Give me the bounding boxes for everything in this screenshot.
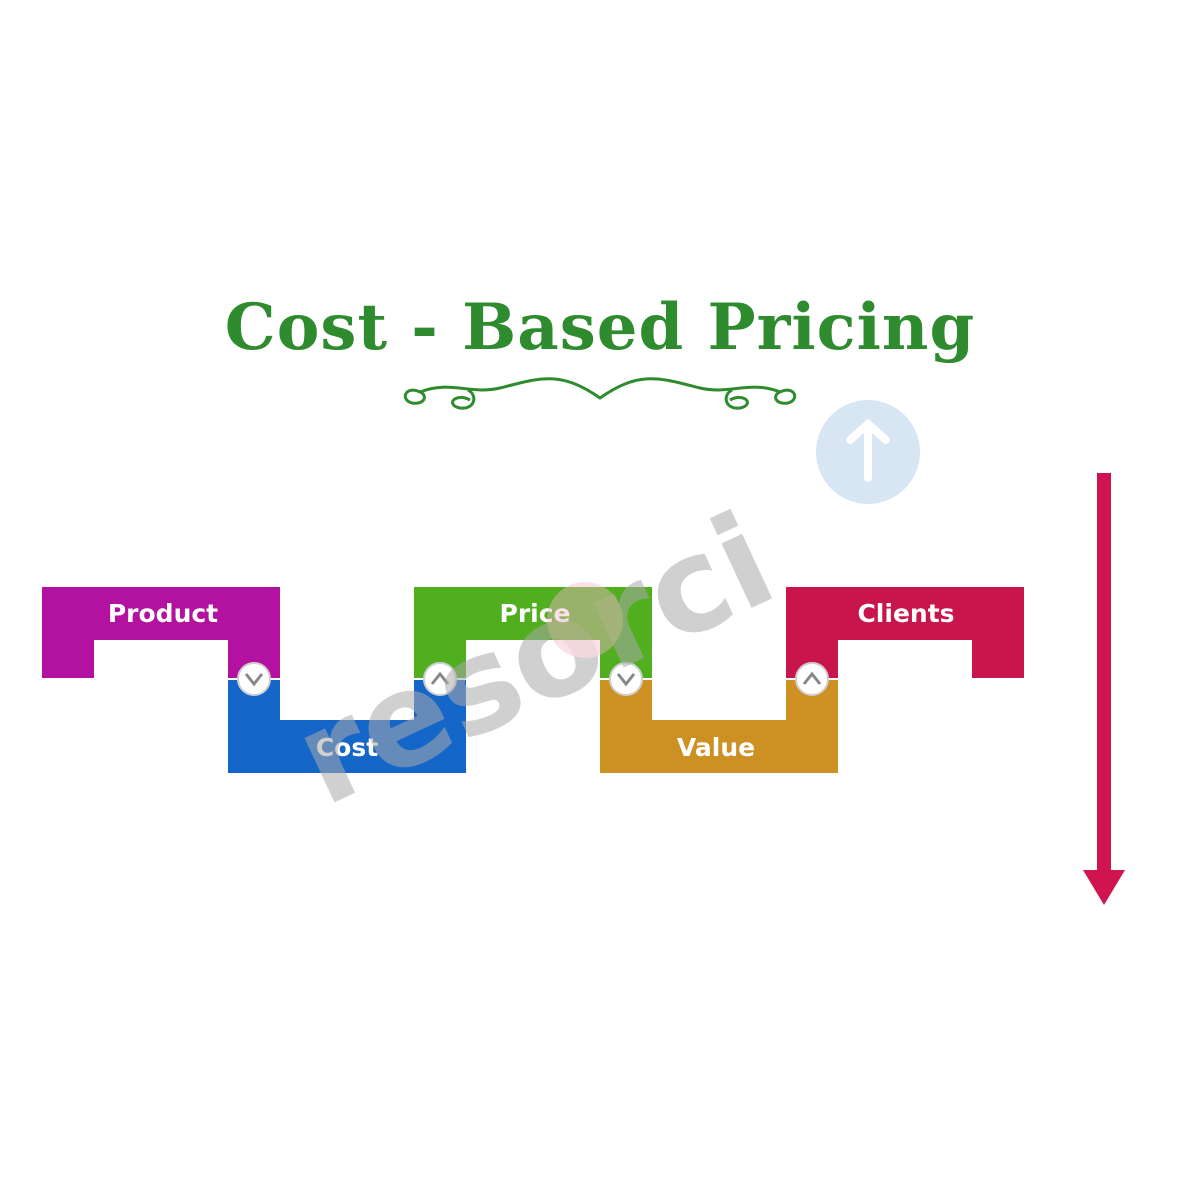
connector-2 [423,662,457,696]
connector-circle [237,662,271,696]
chevron-up-icon [430,671,450,685]
connector-3 [609,662,643,696]
chevron-down-icon [244,673,264,687]
down-arrow [1083,473,1125,905]
watermark-dot [547,582,623,658]
chevron-down-icon [616,673,636,687]
title-ornament [403,377,797,410]
arrow-down-icon [1083,870,1125,905]
connector-4 [795,662,829,696]
clients-block [786,587,1024,678]
flow-blocks [42,587,1024,773]
clients-label: Clients [857,599,954,628]
page-title: Cost - Based Pricing [224,290,976,365]
connector-1 [237,662,271,696]
product-block [42,587,280,678]
arrow-up-icon [846,418,890,482]
arrow-shaft [1097,473,1111,873]
watermark-text: resorci [273,484,795,835]
connector-circle [423,662,457,696]
price-block [414,587,652,678]
price-label: Price [500,599,571,628]
cost-label: Cost [316,733,378,762]
product-label: Product [108,599,218,628]
connector-circle [795,662,829,696]
value-label: Value [677,733,755,762]
value-block [600,680,838,773]
connector-circle [609,662,643,696]
cost-block [228,680,466,773]
chevron-up-icon [802,671,822,685]
